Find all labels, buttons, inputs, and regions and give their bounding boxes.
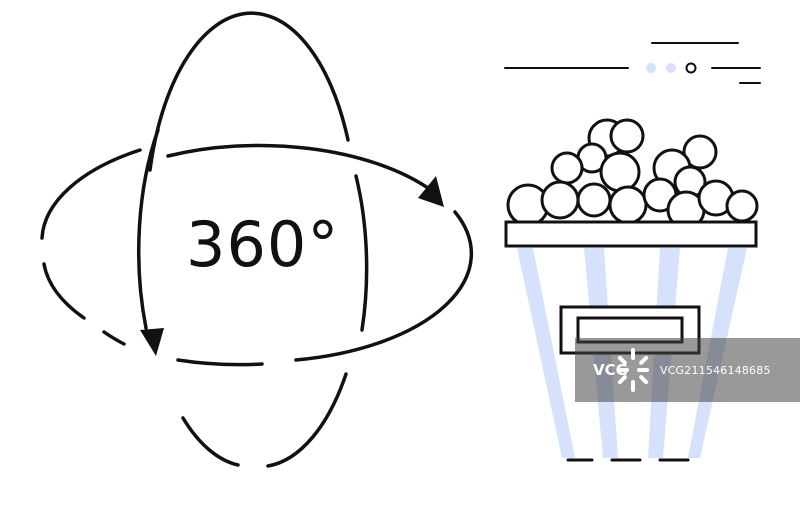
- bucket-outline: [529, 244, 742, 462]
- watermark-logo-text: VCG: [593, 361, 628, 379]
- watermark-image-id: VCG211546148685: [659, 363, 771, 377]
- popcorn-kernels: [506, 118, 759, 230]
- arrowhead-right-icon: [418, 176, 444, 207]
- rotation-label: 360°: [186, 208, 340, 281]
- decorative-dots-icon: [646, 62, 697, 74]
- rotation-arrow-heads: [140, 176, 444, 356]
- decorative-lines-icon: [504, 42, 761, 84]
- watermark-seal-icon: [617, 348, 649, 392]
- popcorn-bucket-icon: [504, 118, 759, 462]
- rotation-orbit-icon: [40, 11, 474, 468]
- watermark-banner: VCG VCG211546148685: [575, 338, 800, 402]
- arrowhead-down-icon: [140, 328, 164, 356]
- bucket-rim: [504, 220, 758, 248]
